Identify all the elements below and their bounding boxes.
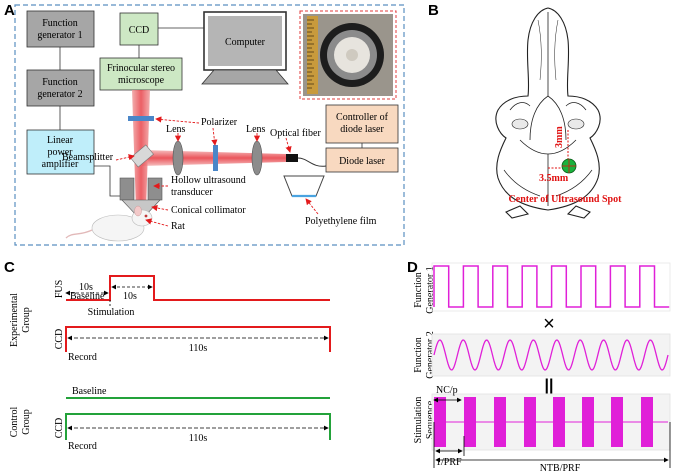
eyepiece-photo-frame — [299, 10, 397, 100]
ccd-label-ctrl: CCD — [54, 418, 65, 439]
optical-fiber-label: Optical fiber — [270, 128, 321, 139]
polyethylene-film-label: Polyethylene film — [305, 216, 377, 227]
polarizer-vertical — [128, 116, 154, 121]
stim-burst — [524, 397, 536, 447]
ccd-label-exp: CCD — [54, 329, 65, 350]
panel-b-label: B — [428, 2, 439, 19]
polarizer-horizontal — [213, 145, 218, 171]
stim-burst — [641, 397, 653, 447]
diode-laser-label: Diode laser — [339, 156, 385, 167]
fiber-tip — [286, 154, 298, 162]
panel-b: B 3mm 3.5mm Center of Ultrasound Spo — [428, 2, 623, 219]
stim-bursts — [434, 397, 653, 447]
panel-c-label: C — [4, 259, 15, 276]
experimental-group-label: ExperimentalGroup — [9, 293, 32, 347]
ccd-label: CCD — [129, 25, 150, 36]
t10-baseline-label: 10s — [79, 282, 93, 293]
computer-stand — [201, 69, 289, 85]
function-generator-2-box — [26, 69, 95, 107]
ncp-label: NC/p — [436, 385, 458, 396]
fus-trace — [66, 275, 330, 301]
rat — [65, 205, 153, 242]
ccd-exp-trace — [65, 326, 331, 352]
times-symbol: × — [543, 313, 555, 335]
equals-symbol: || — [545, 377, 554, 394]
ccd-ctrl-trace — [65, 413, 331, 440]
fg1-label: FunctionGenerator 1 — [413, 266, 436, 313]
stim-burst — [434, 397, 446, 447]
stimulation-label: Stimulation — [88, 307, 135, 318]
ntb-label: NTB/PRF — [540, 463, 581, 472]
record-ctrl-label: Record — [68, 441, 97, 452]
lens-right-label: Lens — [246, 124, 266, 135]
diode-laser-box — [325, 147, 399, 173]
dim-horizontal-label: 3.5mm — [539, 173, 569, 184]
polarizer-label: Polarizer — [201, 117, 238, 128]
panel-d-label: D — [407, 259, 418, 276]
ruler-ticks — [307, 19, 314, 89]
film-container — [283, 175, 325, 197]
stim-seq-label: StimulationSequence — [413, 397, 436, 444]
laser-controller-box — [325, 104, 399, 144]
fg2-sine-wave — [433, 339, 669, 371]
control-group-label: ControlGroup — [9, 407, 32, 438]
hollow-transducer-right — [147, 177, 163, 201]
fg2-label: FunctionGenerator 2 — [413, 331, 436, 378]
fg1-square-wave — [433, 265, 670, 308]
t10-stim-label: 10s — [123, 291, 137, 302]
baseline2-label: Baseline — [72, 386, 107, 397]
linear-power-amplifier-box — [26, 129, 95, 175]
fg1-frame — [431, 262, 671, 312]
panel-d: D FunctionGenerator 1 FunctionGenerator … — [407, 259, 671, 472]
dim-vertical-label: 3mm — [554, 126, 565, 148]
conical-collimator-label: Conical collimator — [171, 205, 246, 216]
t110-exp-label: 110s — [189, 343, 208, 354]
eyepiece-center — [346, 49, 358, 61]
computer-label: Computer — [225, 37, 266, 48]
panel-c: C ExperimentalGroup FUS CCD 10s Baseline… — [4, 259, 331, 452]
stim-burst — [582, 397, 594, 447]
beamsplitter-label: Beamsplitter — [62, 152, 114, 163]
baseline-label: Baseline — [70, 291, 105, 302]
computer-screen — [208, 16, 282, 66]
hollow-transducer-left — [119, 177, 135, 201]
panel-a-border — [14, 4, 405, 246]
stim-burst — [464, 397, 476, 447]
rat-skull — [495, 7, 601, 219]
record-exp-label: Record — [68, 352, 97, 363]
lens-left — [172, 140, 184, 176]
stim-burst — [553, 397, 565, 447]
beamsplitter — [130, 144, 154, 168]
lens-left-label: Lens — [166, 124, 186, 135]
panel-a-label: A — [4, 2, 15, 19]
prf-label: 1/PRF — [436, 457, 462, 468]
rat-label: Rat — [171, 221, 185, 232]
t110-ctrl-label: 110s — [189, 433, 208, 444]
spot-label: Center of Ultrasound Spot — [509, 194, 623, 205]
stim-burst — [494, 397, 506, 447]
microscope-box — [99, 57, 183, 91]
lens-right — [251, 140, 263, 176]
panel-a-leaders — [115, 116, 319, 227]
fus-label: FUS — [54, 280, 65, 298]
function-generator-1-box — [26, 10, 95, 48]
optical-fiber-cable — [297, 157, 327, 167]
ruler-strip — [307, 16, 318, 94]
stim-burst — [611, 397, 623, 447]
